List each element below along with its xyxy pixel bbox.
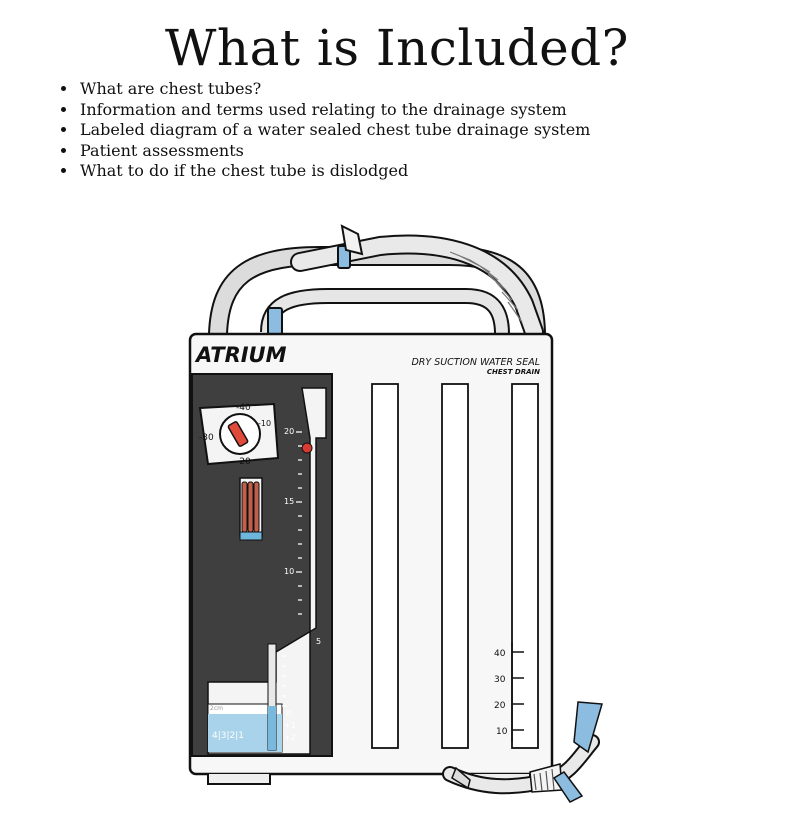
patient-tubing	[267, 224, 544, 343]
svg-text:5: 5	[316, 637, 321, 646]
list-item: Patient assessments	[78, 141, 590, 162]
model-line-2: CHEST DRAIN	[487, 368, 540, 376]
dial-label: -20	[236, 457, 251, 467]
collection-scale: 40 30 20 10	[494, 642, 524, 742]
svg-text:4|3|2|1: 4|3|2|1	[212, 731, 244, 741]
suction-scale: 20 15 10 5	[284, 427, 321, 646]
svg-text:20: 20	[494, 701, 506, 711]
svg-text:40: 40	[494, 649, 506, 659]
list-item: What are chest tubes?	[78, 79, 590, 100]
suction-bellows	[239, 477, 263, 541]
patient-connector	[442, 701, 603, 803]
dial-label: -40	[236, 403, 251, 413]
svg-text:10: 10	[284, 567, 294, 576]
svg-text:+2: +2	[284, 733, 296, 742]
model-line-1: DRY SUCTION WATER SEAL	[411, 357, 540, 368]
list-item: Labeled diagram of a water sealed chest …	[78, 120, 590, 141]
dial-label: -30	[199, 433, 214, 443]
page-title: What is Included?	[165, 19, 629, 77]
svg-text:15: 15	[284, 497, 294, 506]
svg-text:2cm: 2cm	[210, 705, 223, 712]
svg-text:10: 10	[496, 727, 508, 737]
list-item: What to do if the chest tube is dislodge…	[78, 161, 590, 182]
chest-drain-illustration: ATRIUM DRY SUCTION WATER SEAL CHEST DRAI…	[188, 224, 603, 803]
dial-label: -10	[258, 419, 271, 428]
svg-text:30: 30	[494, 675, 506, 685]
svg-text:0: 0	[286, 709, 291, 718]
water-seal-chamber: 2cm 4|3|2|1 0 +1 +2	[207, 643, 296, 753]
contents-list: What are chest tubes? Information and te…	[58, 79, 590, 182]
svg-text:+1: +1	[284, 721, 296, 730]
svg-text:20: 20	[284, 427, 294, 436]
suction-dial: -40 -10 -30 -20	[198, 402, 280, 467]
list-item: Information and terms used relating to t…	[78, 100, 590, 121]
brand-logo: ATRIUM	[194, 343, 287, 367]
collection-chambers	[371, 383, 539, 749]
